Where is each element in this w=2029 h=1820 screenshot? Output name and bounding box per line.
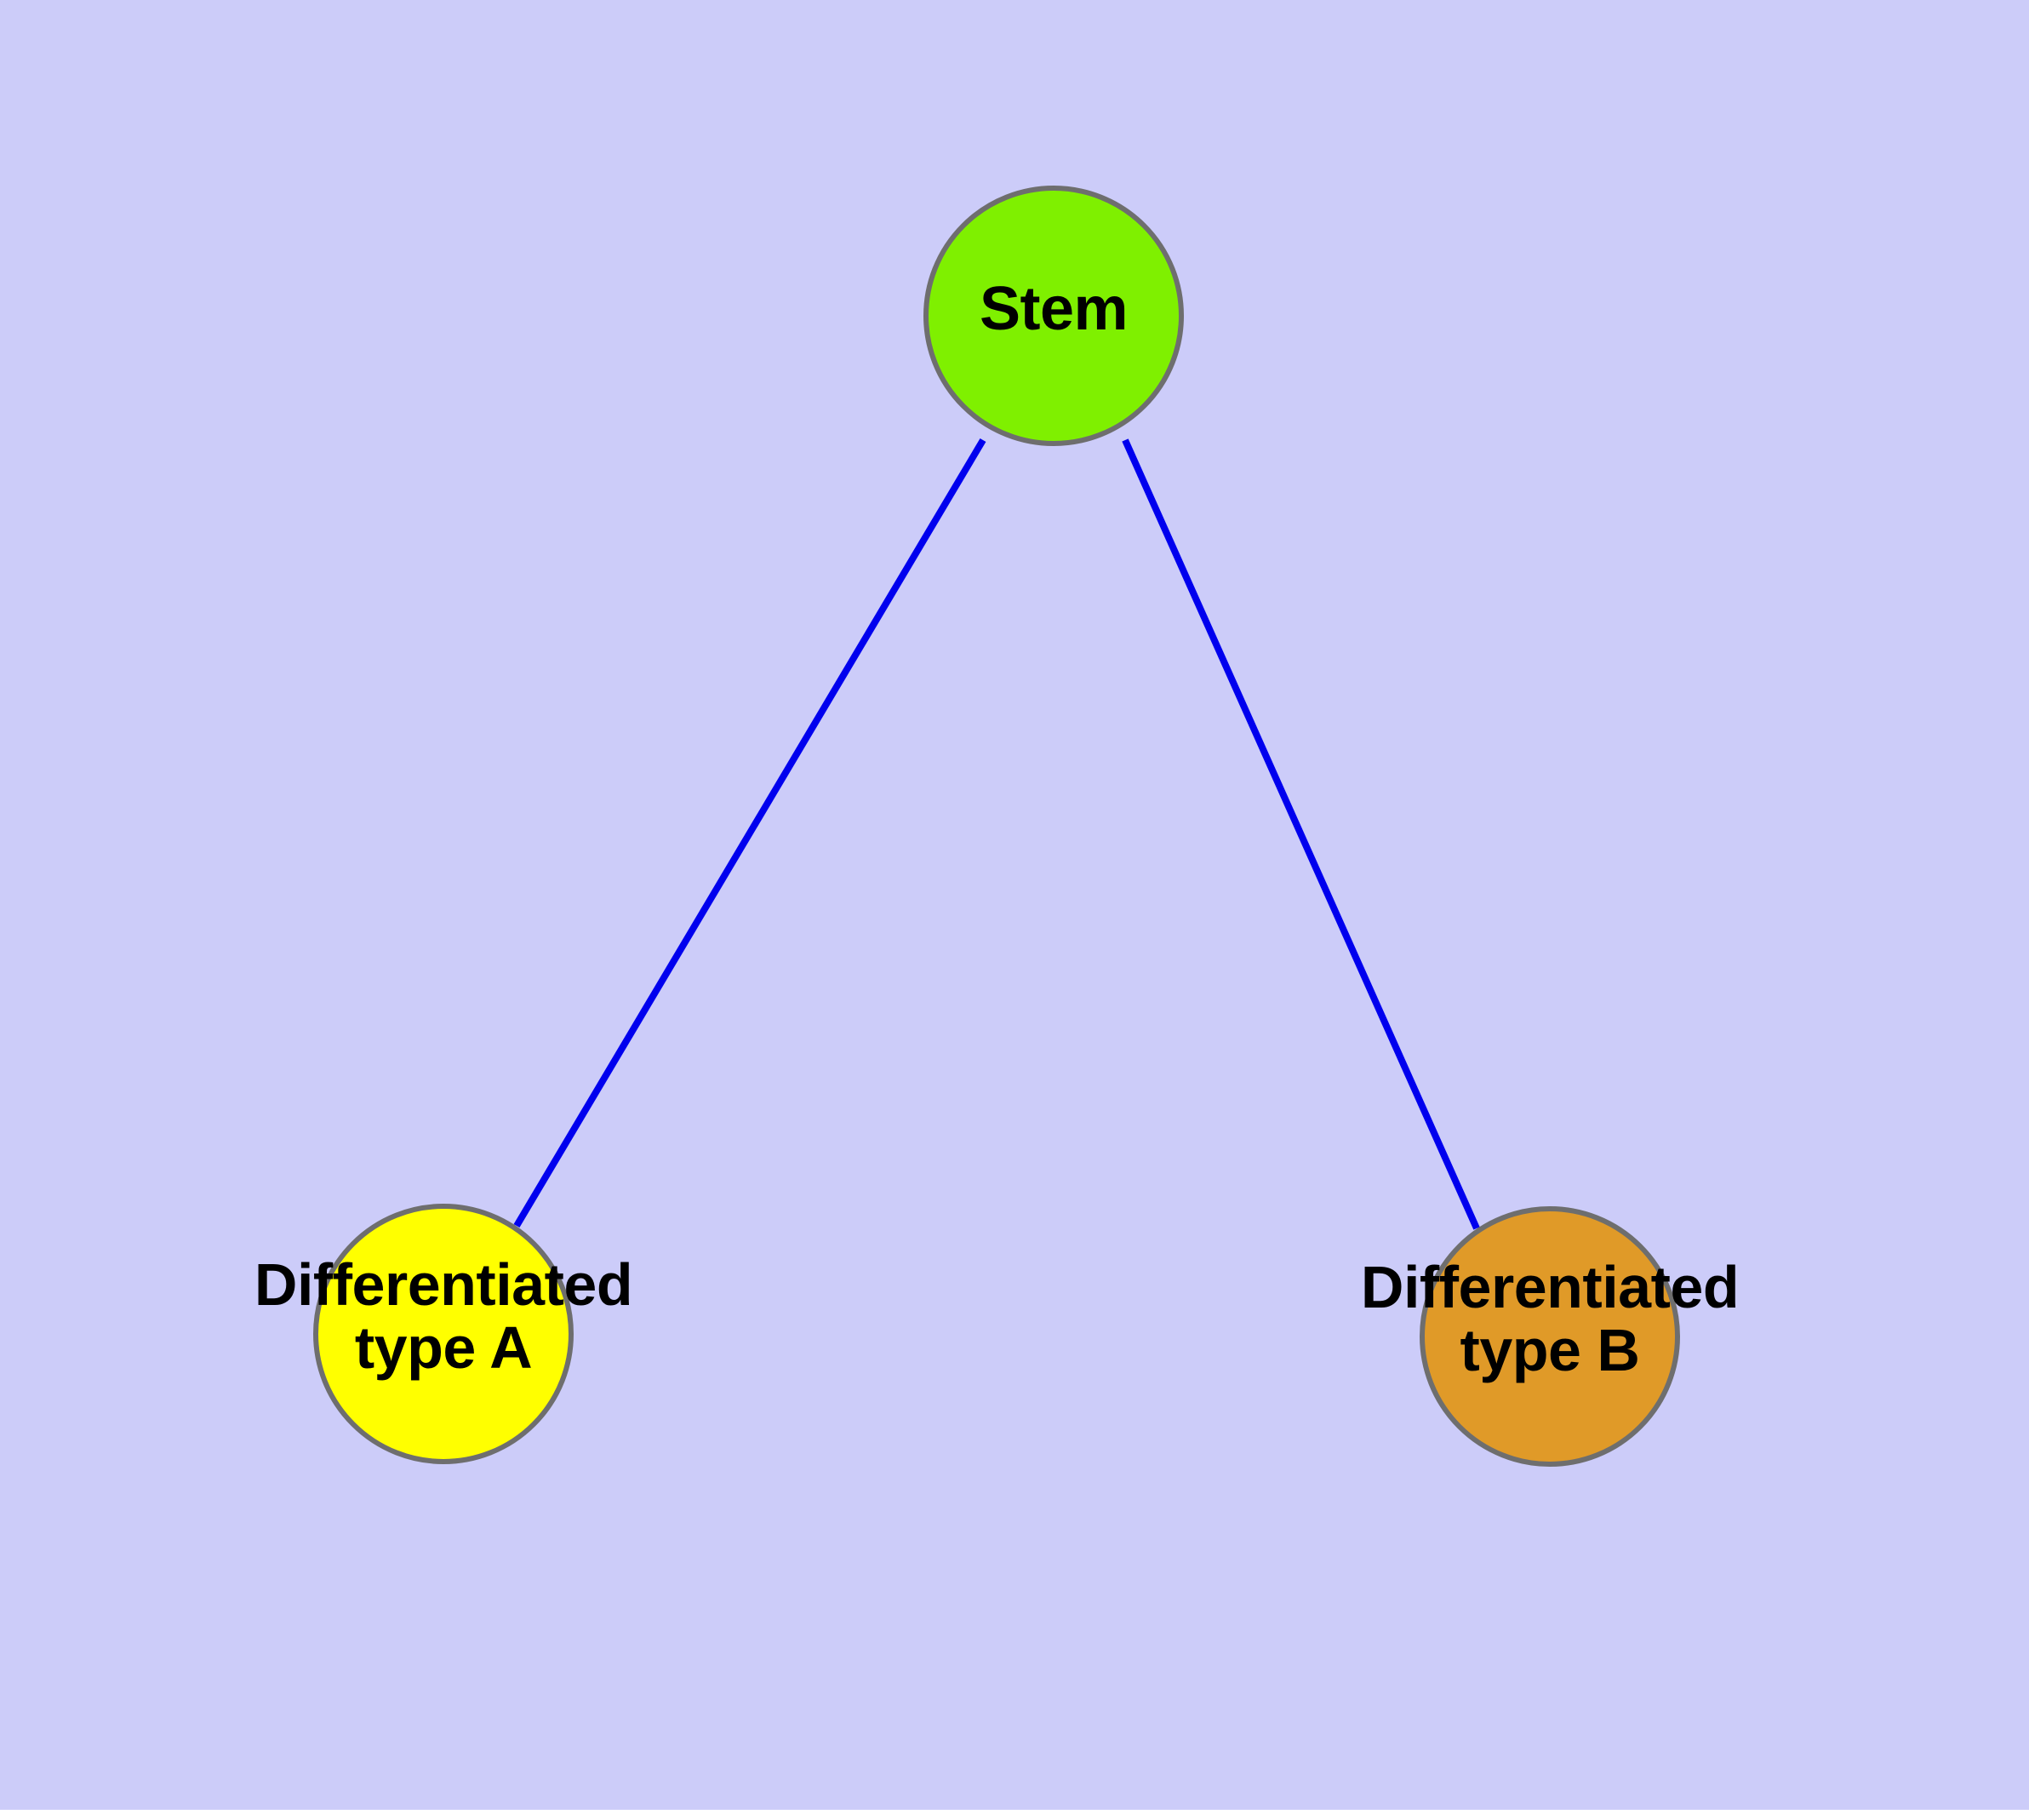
node-differentiated-type-b[interactable] — [1420, 1206, 1680, 1467]
edge-stem-to-differentiated-type-b — [1122, 438, 1480, 1230]
edge-stem-to-differentiated-type-a — [513, 438, 986, 1228]
node-differentiated-type-a[interactable] — [313, 1204, 574, 1464]
node-stem[interactable] — [923, 186, 1184, 446]
